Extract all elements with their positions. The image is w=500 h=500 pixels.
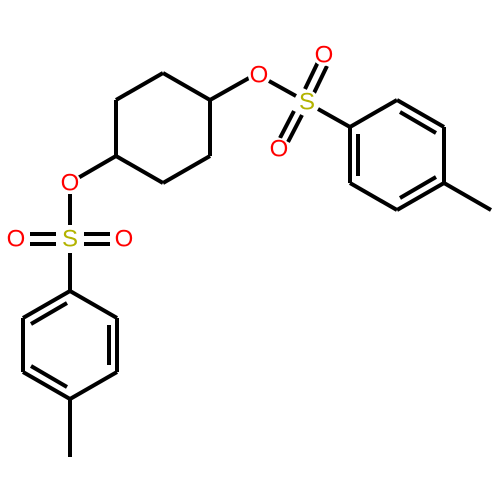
aromatic-bond xyxy=(69,289,118,320)
atom-mask xyxy=(295,90,319,114)
aromatic-bond xyxy=(396,181,445,212)
oxygen-atom-label: O xyxy=(270,136,289,163)
lower-benzene-ring xyxy=(21,289,119,401)
atom-mask xyxy=(5,228,27,250)
sulfonyl-double-bond xyxy=(312,65,329,94)
sulfonyl-double-bond xyxy=(286,114,304,143)
aromatic-bond xyxy=(349,98,398,129)
sulfur-atom-label: S xyxy=(62,226,78,253)
atom-mask xyxy=(58,227,82,251)
aromatic-bond xyxy=(69,370,118,401)
oxygen-atom-label: O xyxy=(7,226,26,253)
sulfur-aryl-bond xyxy=(317,107,351,129)
cyclohexane-ring xyxy=(114,71,212,185)
atom-mask xyxy=(248,64,270,86)
aromatic-bond xyxy=(22,289,71,320)
ring-bond xyxy=(162,154,211,185)
ring-bond xyxy=(162,71,211,102)
oxygen-sulfur-bond xyxy=(268,79,297,98)
atom-mask xyxy=(313,44,335,66)
aromatic-inner-bond xyxy=(29,301,69,326)
oxygen-atom-label: O xyxy=(315,42,334,69)
ring-oxygen-bond xyxy=(209,76,250,102)
upper-tosylate xyxy=(209,61,492,212)
aromatic-bond xyxy=(22,370,71,401)
ring-oxygen-bond xyxy=(76,154,118,180)
oxygen-atom-label: O xyxy=(115,226,134,253)
upper-benzene-ring xyxy=(348,98,446,212)
aromatic-bond xyxy=(349,181,398,212)
oxygen-atom-label: O xyxy=(250,62,269,89)
atom-mask xyxy=(113,228,135,250)
ring-bond xyxy=(115,154,164,185)
aromatic-bond xyxy=(396,98,445,129)
methyl-bond xyxy=(443,181,492,212)
aromatic-inner-bond xyxy=(29,364,69,389)
aromatic-inner-bond xyxy=(398,110,438,135)
ring-bond xyxy=(115,71,164,102)
sulfonyl-double-bond xyxy=(278,110,296,139)
lower-tosylate xyxy=(21,154,119,457)
atom-labels: O S O O O S O O xyxy=(5,42,335,253)
aromatic-inner-bond xyxy=(398,175,438,200)
sulfur-atom-label: S xyxy=(299,89,315,116)
oxygen-atom-label: O xyxy=(61,170,80,197)
atom-mask xyxy=(268,138,290,160)
sulfonyl-double-bond xyxy=(303,61,320,90)
atom-mask xyxy=(59,172,81,194)
